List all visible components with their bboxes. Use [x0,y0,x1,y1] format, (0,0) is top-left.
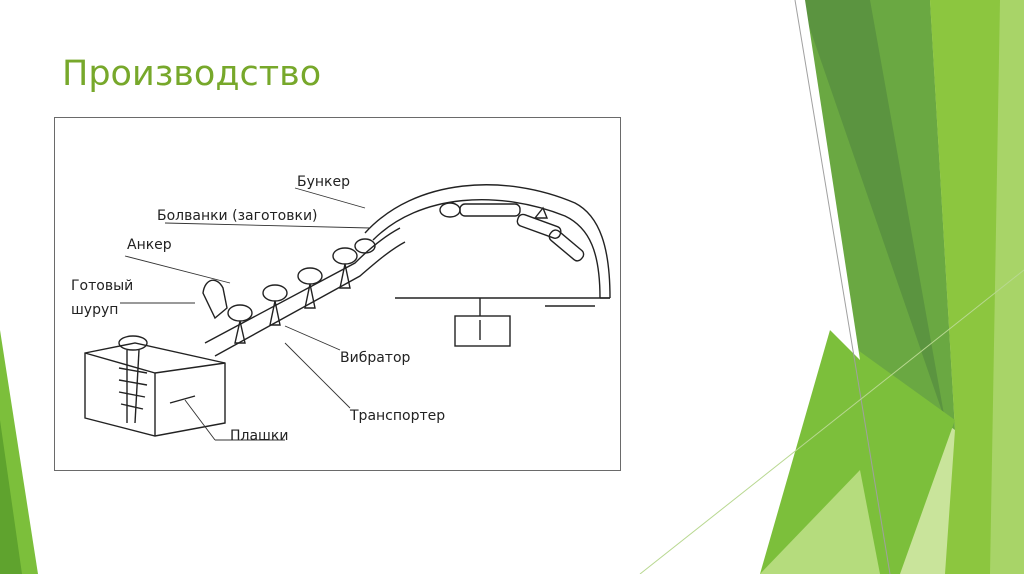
leader-transporter [284,342,351,409]
anchor-mechanism [202,279,228,320]
transporter-chute-lower [214,241,406,357]
screw-production-diagram: Бункер Болванки (заготовки) Анкер Готовы… [71,174,611,444]
leader-dies [184,399,216,441]
bunker-dome [364,184,611,299]
leader-vibrator [284,325,341,351]
vibrator-box [454,315,511,347]
right-facet-paler [990,0,1024,574]
right-facet-bottom-pale [760,470,880,574]
production-diagram-frame: Бункер Болванки (заготовки) Анкер Готовы… [54,117,621,471]
right-facet-line [794,0,891,574]
leader-blanks [164,222,371,229]
right-facet-bottom [760,330,955,574]
bunker-inner [372,198,601,299]
label-blanks: Болванки (заготовки) [157,208,318,224]
blanks-on-chute [227,238,376,344]
leader-bunker [294,187,366,209]
blanks-in-bunker [439,202,585,262]
transporter-chute [204,227,401,344]
dies-block [84,342,226,437]
left-green-sliver-dark [0,420,22,574]
label-anchor: Анкер [127,237,172,253]
label-bunker: Бункер [297,174,350,190]
label-finished-screw-2: шуруп [71,302,118,318]
finished-screw [118,335,148,424]
right-facet-dark [800,0,945,420]
label-vibrator: Вибратор [340,350,411,366]
leader-anchor [124,255,231,284]
right-facet-line-2 [639,269,1024,574]
slide-title: Производство [62,54,322,94]
label-transporter: Транспортер [349,408,445,424]
label-finished-screw-1: Готовый [71,278,133,294]
label-dies: Плашки [230,428,288,444]
